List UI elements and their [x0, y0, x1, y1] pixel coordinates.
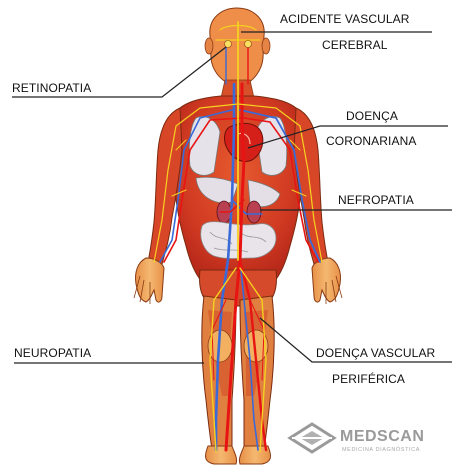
logo-name: MEDSCAN	[340, 428, 424, 446]
label-periferica-line2: PERIFÉRICA	[332, 372, 405, 386]
label-coronariana-line2: CORONARIANA	[326, 134, 416, 148]
label-avc-line2: CEREBRAL	[322, 38, 388, 52]
label-coronariana-line1: DOENÇA	[346, 109, 398, 123]
logo-tagline: MEDICINA DIAGNÓSTICA	[342, 447, 420, 453]
nerves	[154, 22, 322, 452]
label-retinopatia: RETINOPATIA	[12, 81, 91, 95]
medscan-logo-icon	[290, 424, 334, 452]
label-avc-line1: ACIDENTE VASCULAR	[280, 12, 410, 26]
label-periferica-line1: DOENÇA VASCULAR	[316, 346, 435, 360]
label-nefropatia: NEFROPATIA	[338, 193, 414, 207]
label-neuropatia: NEUROPATIA	[14, 346, 91, 360]
